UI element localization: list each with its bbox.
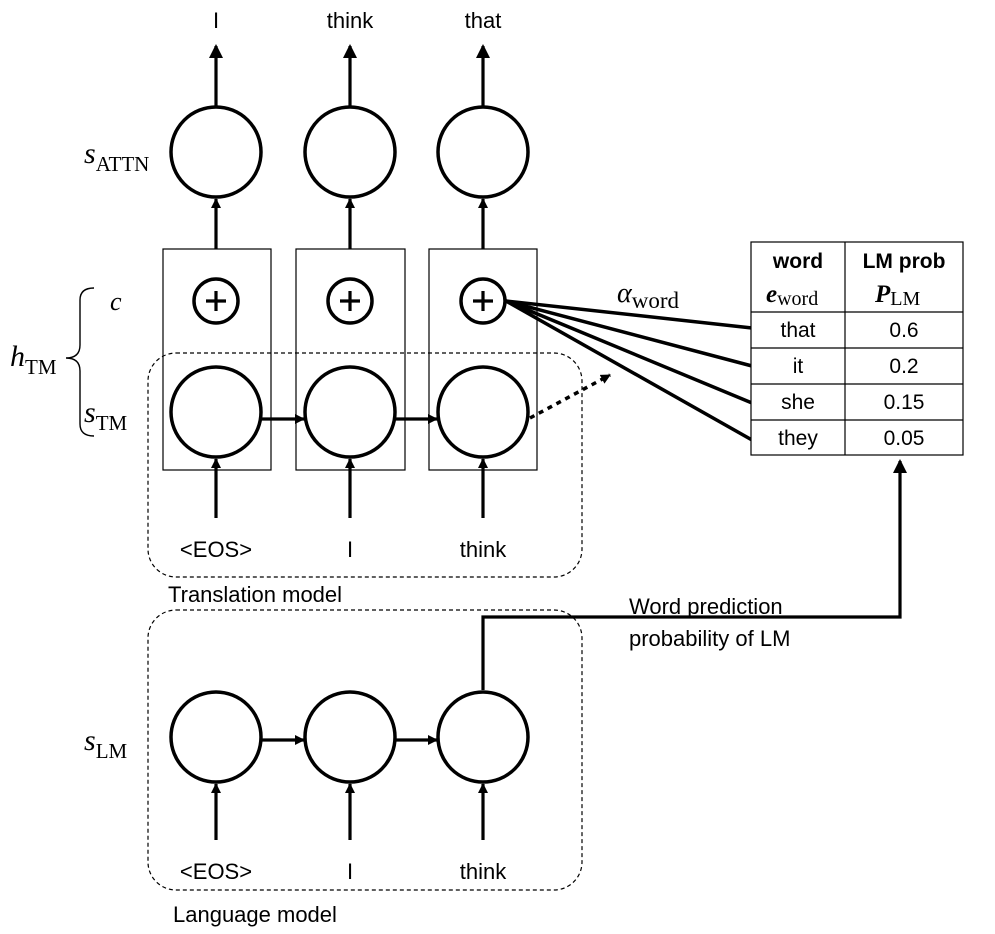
- output-word-3: that: [465, 8, 502, 33]
- tm-input-word-1: <EOS>: [180, 537, 252, 562]
- table-header-e-word: eword: [766, 281, 818, 310]
- h-tm-label: hTM: [10, 340, 57, 379]
- attn-line-that: [505, 299, 753, 330]
- attn-node-2: [303, 105, 397, 199]
- table-header-lm-prob: LM prob: [863, 250, 946, 273]
- table-header-p-lm: PLM: [874, 281, 920, 310]
- alpha-word-label: αword: [617, 278, 679, 313]
- tm-input-word-3: think: [460, 537, 507, 562]
- lm-node-2: [303, 690, 397, 784]
- table-cell-word: they: [778, 427, 818, 450]
- output-word-2: think: [327, 8, 374, 33]
- table-header-word: word: [772, 250, 823, 273]
- lm-prediction-arrow: [481, 459, 907, 690]
- language-model-region: [147, 609, 583, 891]
- attn-line-they: [505, 299, 753, 442]
- h-tm-brace: [65, 287, 95, 437]
- context-node-2: [326, 277, 374, 325]
- context-node-3: [459, 277, 507, 325]
- lm-input-word-1: <EOS>: [180, 859, 252, 884]
- table-cell-word: that: [780, 319, 815, 342]
- table-cell-prob: 0.05: [884, 427, 925, 450]
- lm-prob-table: word eword LM prob PLM that 0.6 it 0.2 s…: [750, 241, 964, 456]
- table-cell-word: she: [781, 391, 815, 414]
- tm-node-2: [303, 365, 397, 459]
- lm-node-1: [169, 690, 263, 784]
- table-cell-prob: 0.2: [889, 355, 918, 378]
- tm-node-3: [436, 365, 530, 459]
- s-attn-label: sATTN: [84, 137, 149, 176]
- attn-line-she: [505, 299, 753, 405]
- lm-annotation-line-1: Word prediction: [629, 594, 783, 619]
- s-tm-label: sTM: [84, 396, 128, 435]
- c-label: c: [110, 287, 122, 316]
- attn-line-it: [505, 299, 753, 368]
- lm-annotation-line-2: probability of LM: [629, 626, 790, 651]
- s-lm-label: sLM: [84, 724, 128, 763]
- lm-input-word-2: I: [347, 859, 353, 884]
- tm-input-word-2: I: [347, 537, 353, 562]
- table-cell-prob: 0.6: [889, 319, 918, 342]
- language-model-label: Language model: [173, 902, 337, 927]
- context-node-1: [192, 277, 240, 325]
- tm-node-1: [169, 365, 263, 459]
- lm-input-word-3: think: [460, 859, 507, 884]
- table-cell-prob: 0.15: [884, 391, 925, 414]
- attn-node-1: [169, 105, 263, 199]
- translation-model-label: Translation model: [168, 582, 342, 607]
- lm-node-3: [436, 690, 530, 784]
- translation-model-region: [147, 352, 583, 578]
- attn-node-3: [436, 105, 530, 199]
- dotted-arrow-to-alpha: [529, 373, 611, 420]
- table-cell-word: it: [793, 355, 804, 378]
- output-word-1: I: [213, 8, 219, 33]
